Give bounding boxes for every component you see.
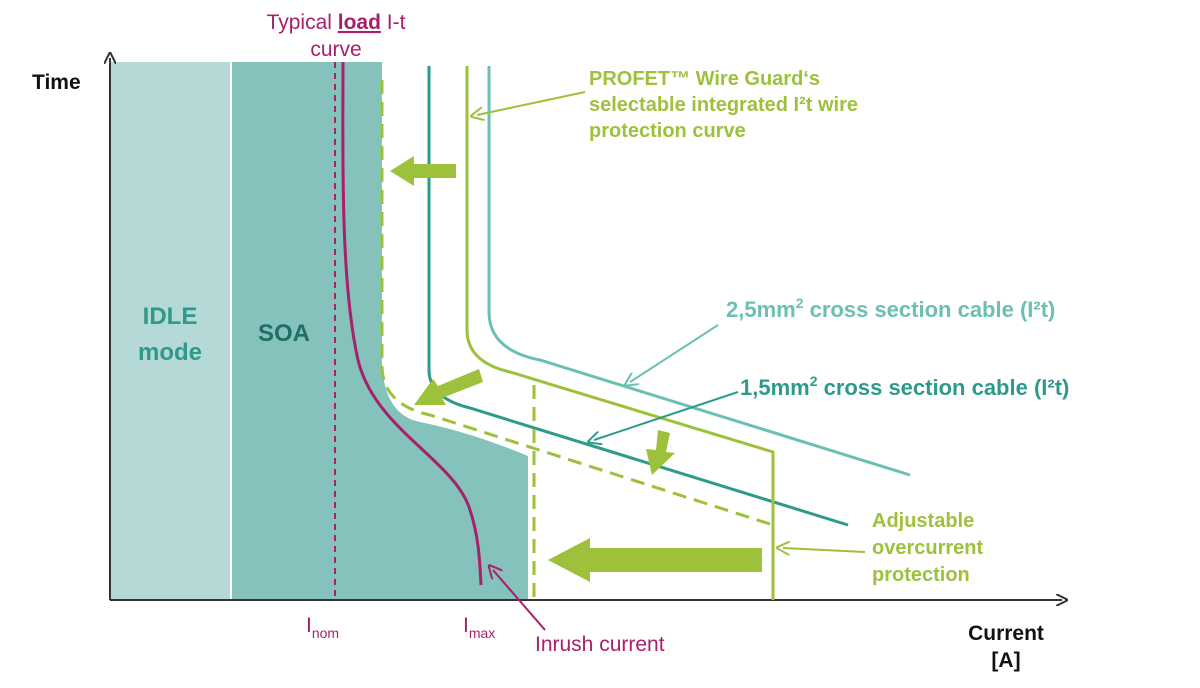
cable-25-callout-arrow [630, 324, 719, 382]
load-curve-label-line2: curve [310, 38, 361, 61]
wire-guard-curve [465, 66, 775, 600]
shift-arrow-diagonal [414, 369, 483, 405]
inrush-label: Inrush current [535, 633, 665, 656]
idle-region [110, 62, 230, 600]
cable-15-pre: 1,5mm [740, 375, 810, 400]
cable-25-sup: 2 [796, 295, 804, 311]
cable-15-post: cross section cable (I²t) [818, 375, 1070, 400]
wire-guard-label-line3: protection curve [589, 120, 746, 142]
inom-sub: nom [312, 625, 339, 641]
load-curve [341, 61, 483, 586]
overcurrent-label-line2: overcurrent [872, 537, 983, 559]
load-label-post: I-t [381, 11, 406, 34]
overcurrent-callout-arrow [783, 548, 866, 552]
imax-label: Imax [463, 614, 495, 641]
shift-arrow-down [646, 430, 675, 475]
overcurrent-label-line1: Adjustable [872, 510, 974, 532]
cable-25-post: cross section cable (I²t) [804, 297, 1056, 322]
shift-arrow-bottom [548, 538, 762, 582]
overcurrent-label-line3: protection [872, 564, 970, 586]
cable-15-label: 1,5mm2 cross section cable (I²t) [740, 373, 1069, 400]
cable-25-curve [487, 66, 911, 477]
soa-region [232, 62, 528, 600]
wire-guard-callout-arrow [477, 91, 586, 115]
soa-label: SOA [258, 320, 310, 347]
imax-main: I [463, 614, 469, 637]
idle-label-line2: mode [138, 339, 202, 366]
cable-25-label: 2,5mm2 cross section cable (I²t) [726, 295, 1055, 322]
shift-arrow-top [390, 156, 456, 186]
cable-15-callout-arrow [594, 391, 739, 440]
load-curve-label-line1: Typical load I-t [267, 11, 406, 34]
wire-guard-label-line1: PROFET™ Wire Guard‘s [589, 68, 820, 90]
load-label-pre: Typical [267, 11, 338, 34]
idle-label-line1: IDLE [143, 303, 198, 330]
x-axis-label-line1: Current [968, 622, 1044, 645]
adjustable-dashed-curve [380, 80, 774, 527]
cable-25-pre: 2,5mm [726, 297, 796, 322]
wire-guard-label-line2: selectable integrated I²t wire [589, 94, 858, 116]
y-axis-label: Time [32, 71, 81, 94]
load-label-bold: load [338, 11, 381, 34]
inom-label: Inom [306, 614, 339, 641]
inrush-callout-arrow [493, 570, 546, 631]
cable-15-sup: 2 [810, 373, 818, 389]
x-axis-label-line2: [A] [991, 649, 1020, 672]
imax-sub: max [469, 625, 495, 641]
inom-main: I [306, 614, 312, 637]
